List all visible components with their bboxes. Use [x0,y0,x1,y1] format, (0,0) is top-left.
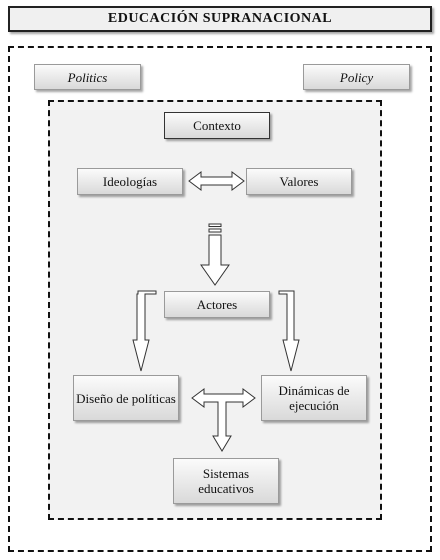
ideologias-valores-double-arrow [188,171,245,191]
sistemas-box: Sistemas educativos [173,458,279,504]
right-bent-down-arrow [278,290,300,372]
actores-box: Actores [164,291,270,318]
ideologias-box: Ideologías [77,168,183,195]
left-bent-down-arrow [132,290,157,372]
outer-dashed-frame [8,46,432,552]
policy-box: Policy [303,64,410,90]
politics-box: Politics [34,64,141,90]
center-down-striped-arrow [200,223,230,286]
dinamicas-box: Dinámicas de ejecución [261,375,367,421]
valores-box: Valores [246,168,352,195]
t-shaped-three-way-arrow [191,388,256,452]
diseno-box: Diseño de políticas [73,375,179,421]
diagram-title: EDUCACIÓN SUPRANACIONAL [8,6,432,32]
contexto-box: Contexto [164,112,270,139]
